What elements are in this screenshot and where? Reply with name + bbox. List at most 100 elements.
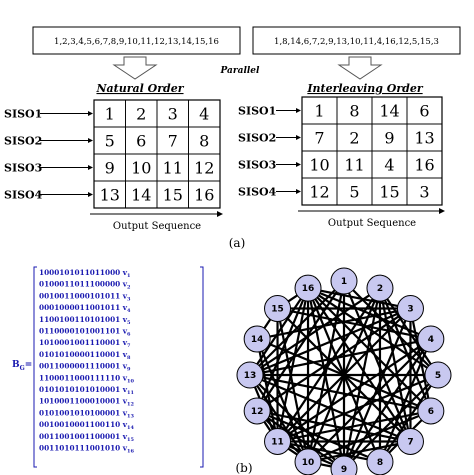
grid-cell-value: 8 bbox=[349, 102, 359, 121]
graph-edge bbox=[306, 287, 346, 470]
grid-cell-value: 11 bbox=[163, 159, 183, 178]
graph-node: 16 bbox=[294, 274, 322, 302]
interleaved-sequence-text: 1,8,14,6,7,2,9,13,10,11,4,16,12,5,15,3 bbox=[274, 37, 439, 47]
grid-cell-value: 13 bbox=[414, 129, 434, 148]
graph-node-label: 4 bbox=[428, 335, 434, 345]
matrix-row: 0010011000101011 v3 bbox=[39, 291, 131, 302]
grid-cell-value: 5 bbox=[105, 132, 115, 151]
grid-cell-value: 9 bbox=[384, 129, 394, 148]
graph-edge bbox=[307, 287, 432, 341]
matrix-row: 0010010001100110 v14 bbox=[39, 420, 134, 431]
matrix-row: 1000101011011000 v1 bbox=[39, 268, 131, 279]
graph-edge bbox=[276, 287, 381, 443]
graph-edge bbox=[409, 308, 432, 412]
matrix-row: 0011000001110001 v9 bbox=[39, 362, 131, 373]
graph-node-circle bbox=[424, 361, 452, 389]
grid-cell-value: 14 bbox=[379, 102, 399, 121]
matrix-row: 0101001010100001 v13 bbox=[39, 408, 134, 419]
panel-title: Natural Order bbox=[95, 82, 184, 95]
matrix-row: 1010001100010001 v12 bbox=[39, 397, 134, 408]
graph-edge bbox=[256, 307, 412, 412]
graph-node-circle bbox=[294, 274, 322, 302]
graph-node-circle bbox=[366, 274, 394, 302]
graph-node-circle bbox=[236, 361, 264, 389]
graph-node: 2 bbox=[366, 274, 394, 302]
matrix-row: 1010001001110001 v7 bbox=[39, 338, 131, 349]
graph-node: 13 bbox=[236, 361, 264, 389]
siso-label: SISO1 bbox=[4, 108, 42, 121]
graph-edge bbox=[342, 308, 412, 470]
graph-node-label: 9 bbox=[341, 465, 347, 475]
parallel-label: Parallel bbox=[220, 66, 260, 76]
graph-node-circle bbox=[417, 397, 445, 425]
matrix-label-sub: G bbox=[20, 365, 25, 372]
matrix-bracket-right bbox=[200, 266, 204, 468]
siso-label: SISO4 bbox=[4, 189, 43, 202]
matrix-row: 0011010111001010 v16 bbox=[39, 444, 134, 455]
grid-cell-value: 4 bbox=[384, 156, 394, 175]
graph-edge bbox=[256, 338, 310, 463]
matrix-row: 1100100110101001 v5 bbox=[39, 315, 131, 326]
graph-node-circle bbox=[243, 325, 271, 353]
graph-node: 5 bbox=[424, 361, 452, 389]
graph-node-label: 13 bbox=[244, 371, 257, 381]
siso-label: SISO2 bbox=[4, 135, 42, 148]
graph-node-circle bbox=[396, 427, 424, 455]
graph-edge bbox=[379, 287, 439, 376]
matrix-row: 0011001001100001 v15 bbox=[39, 432, 134, 443]
graph-node-circle bbox=[417, 325, 445, 353]
grid-cell-value: 4 bbox=[199, 105, 209, 124]
matrix-label-b: B bbox=[12, 360, 20, 370]
graph-node: 3 bbox=[396, 295, 424, 323]
siso-label: SISO3 bbox=[4, 162, 42, 175]
graph-node-label: 11 bbox=[271, 437, 284, 447]
graph-edge bbox=[379, 374, 439, 463]
graph-node: 8 bbox=[366, 448, 394, 475]
matrix-row: 0110000101001101 v6 bbox=[39, 327, 131, 338]
grid-cell-value: 10 bbox=[309, 156, 329, 175]
graph-node-label: 5 bbox=[435, 371, 441, 381]
panel-title: Interleaving Order bbox=[306, 82, 423, 95]
graph-node-label: 7 bbox=[407, 437, 413, 447]
grid-cell-value: 8 bbox=[199, 132, 209, 151]
grid-cell-value: 3 bbox=[419, 183, 429, 202]
graph-node-circle bbox=[243, 397, 271, 425]
caption-a: (a) bbox=[229, 236, 246, 250]
graph-edge bbox=[277, 409, 432, 443]
graph-edge bbox=[256, 338, 279, 442]
grid-cell-value: 14 bbox=[131, 186, 151, 205]
matrix-row: 1100011000111110 v10 bbox=[39, 373, 134, 384]
siso-label: SISO3 bbox=[238, 159, 276, 172]
matrix-row: 0001000011001011 v4 bbox=[39, 303, 131, 314]
graph-node-label: 6 bbox=[428, 407, 434, 417]
graph-node-circle bbox=[264, 295, 292, 323]
graph-node: 9 bbox=[330, 455, 358, 475]
graph-node: 7 bbox=[396, 427, 424, 455]
grid-cell-value: 15 bbox=[379, 183, 399, 202]
grid-cell-value: 10 bbox=[131, 159, 151, 178]
grid-cell-value: 11 bbox=[344, 156, 364, 175]
graph-edge bbox=[276, 307, 412, 443]
grid-cell-value: 16 bbox=[414, 156, 434, 175]
interleaved-sequence-box: 1,8,14,6,7,2,9,13,10,11,4,16,12,5,15,3 bbox=[252, 26, 461, 55]
graph-node-label: 14 bbox=[251, 335, 264, 345]
down-arrow-icon bbox=[337, 56, 383, 80]
svg-text:BG=: BG= bbox=[12, 360, 32, 372]
graph-node-label: 16 bbox=[302, 284, 315, 294]
graph-node-label: 10 bbox=[302, 458, 315, 468]
grid-cell-value: 3 bbox=[168, 105, 178, 124]
graph-node-label: 3 bbox=[407, 305, 413, 315]
graph-node-circle bbox=[396, 295, 424, 323]
graph-edge bbox=[249, 373, 432, 413]
grid-cell-value: 15 bbox=[163, 186, 183, 205]
graph-edge bbox=[249, 374, 345, 470]
graph-edge bbox=[249, 337, 432, 377]
grid-cell-value: 5 bbox=[349, 183, 359, 202]
siso-label: SISO2 bbox=[238, 132, 276, 145]
graph-node-circle bbox=[330, 455, 358, 475]
graph-edge bbox=[249, 287, 309, 376]
graph-edge bbox=[249, 287, 381, 376]
graph-node-label: 8 bbox=[377, 458, 383, 468]
